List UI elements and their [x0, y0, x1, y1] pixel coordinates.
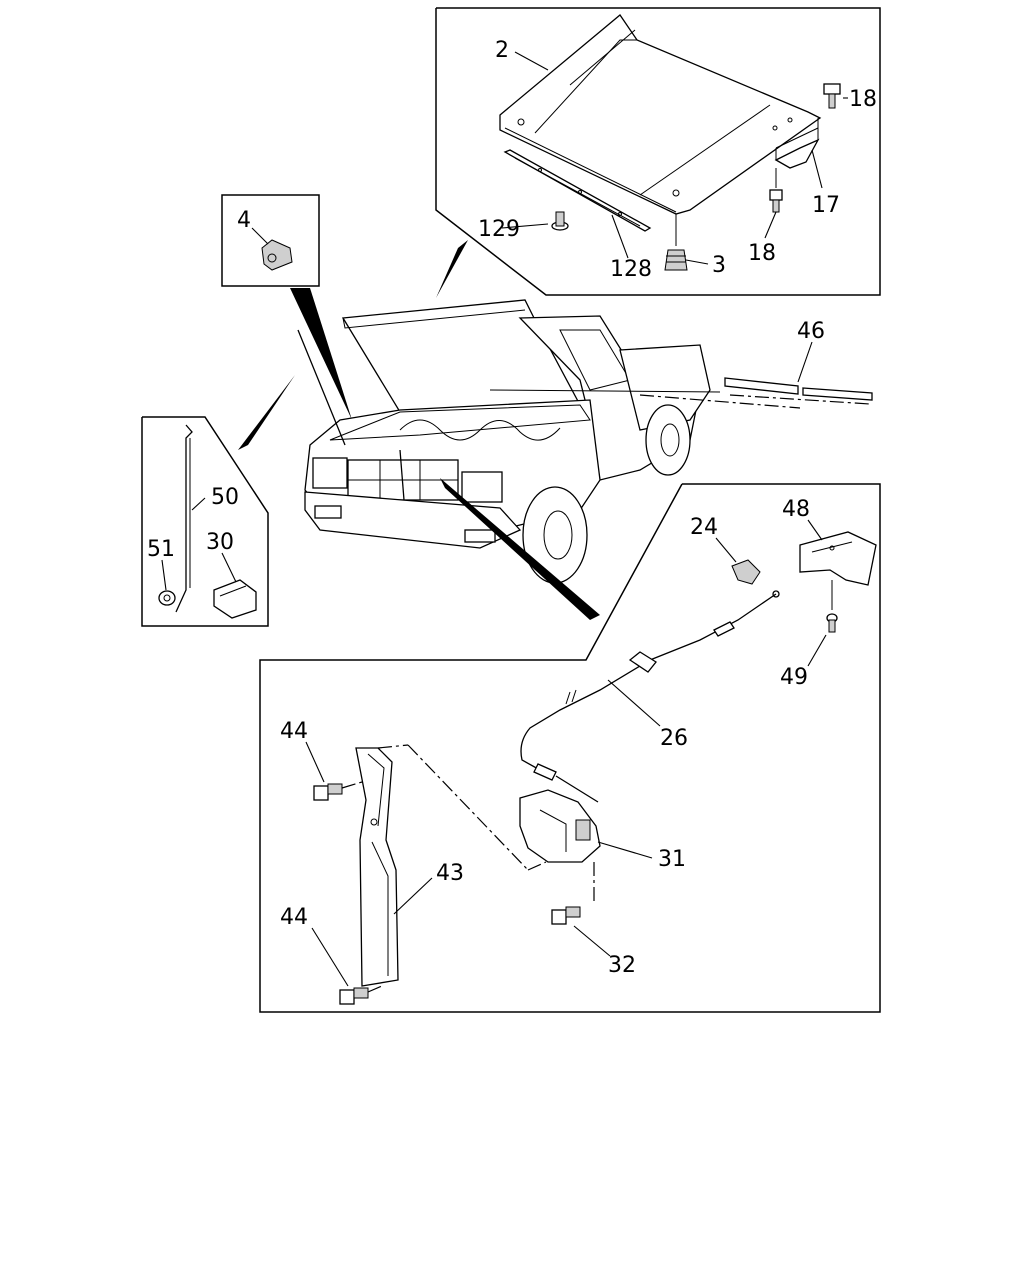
support-bolt-icon: 44	[280, 905, 383, 1005]
callout-hood-bumper: 3	[712, 253, 726, 278]
release-handle-icon: 48	[782, 497, 877, 586]
callout-latch-bolt: 32	[608, 953, 636, 978]
callout-hood-seal: 128	[610, 257, 652, 282]
callout-support-bolt: 44	[280, 719, 308, 744]
support-bolt-icon: 44	[280, 719, 363, 801]
callout-hood: 2	[495, 38, 509, 63]
callout-handle-screw: 49	[780, 665, 808, 690]
release-cable-icon: 26	[520, 590, 780, 803]
hood-seal-strip	[503, 149, 652, 232]
callout-hood-latch: 31	[658, 847, 686, 872]
handle-screw-icon: 49	[780, 580, 838, 690]
callout-latch-clip: 24	[690, 515, 718, 540]
hood-bumper-icon	[664, 214, 688, 271]
pointer-wedge	[238, 375, 295, 450]
callout-support-rod: 50	[211, 485, 239, 510]
pointer-wedge	[436, 240, 468, 298]
hinge-bolt-icon	[823, 83, 841, 109]
callout-support-grommet: 30	[206, 530, 234, 555]
callout-weatherstrip: 46	[797, 319, 825, 344]
weatherstrip: 46	[724, 319, 873, 405]
hinge-bolt-icon	[769, 168, 783, 213]
callout-latch-support: 43	[436, 861, 464, 886]
clip-inset: 4	[221, 194, 320, 287]
pickup-truck	[297, 299, 801, 584]
latch-inset: 24 48 49 26	[259, 483, 881, 1013]
latch-clip-icon: 24	[690, 515, 761, 585]
latch-support-icon: 43	[355, 744, 547, 987]
callout-seal-clip: 129	[478, 217, 520, 242]
callout-hinge-bolt: 18	[849, 87, 877, 112]
hood-inset: 2 18 17 18 3 128 129	[435, 7, 881, 296]
callout-hinge: 17	[812, 193, 840, 218]
hood-hinge-icon	[774, 118, 820, 169]
seal-clip-icon	[551, 211, 569, 231]
support-rod-inset: 50 51 30	[141, 416, 269, 627]
pointer-wedge	[290, 288, 352, 420]
callout-release-cable: 26	[660, 726, 688, 751]
latch-bolt-icon: 32	[551, 862, 636, 978]
callout-support-bolt: 44	[280, 905, 308, 930]
pointer-wedge	[440, 478, 600, 620]
hood-panel	[499, 14, 822, 215]
callout-hinge-bolt: 18	[748, 241, 776, 266]
callout-hood-clip: 4	[237, 208, 251, 233]
callout-rod-clip: 51	[147, 537, 175, 562]
callout-release-handle: 48	[782, 497, 810, 522]
hood-latch-icon: 31	[519, 789, 686, 872]
